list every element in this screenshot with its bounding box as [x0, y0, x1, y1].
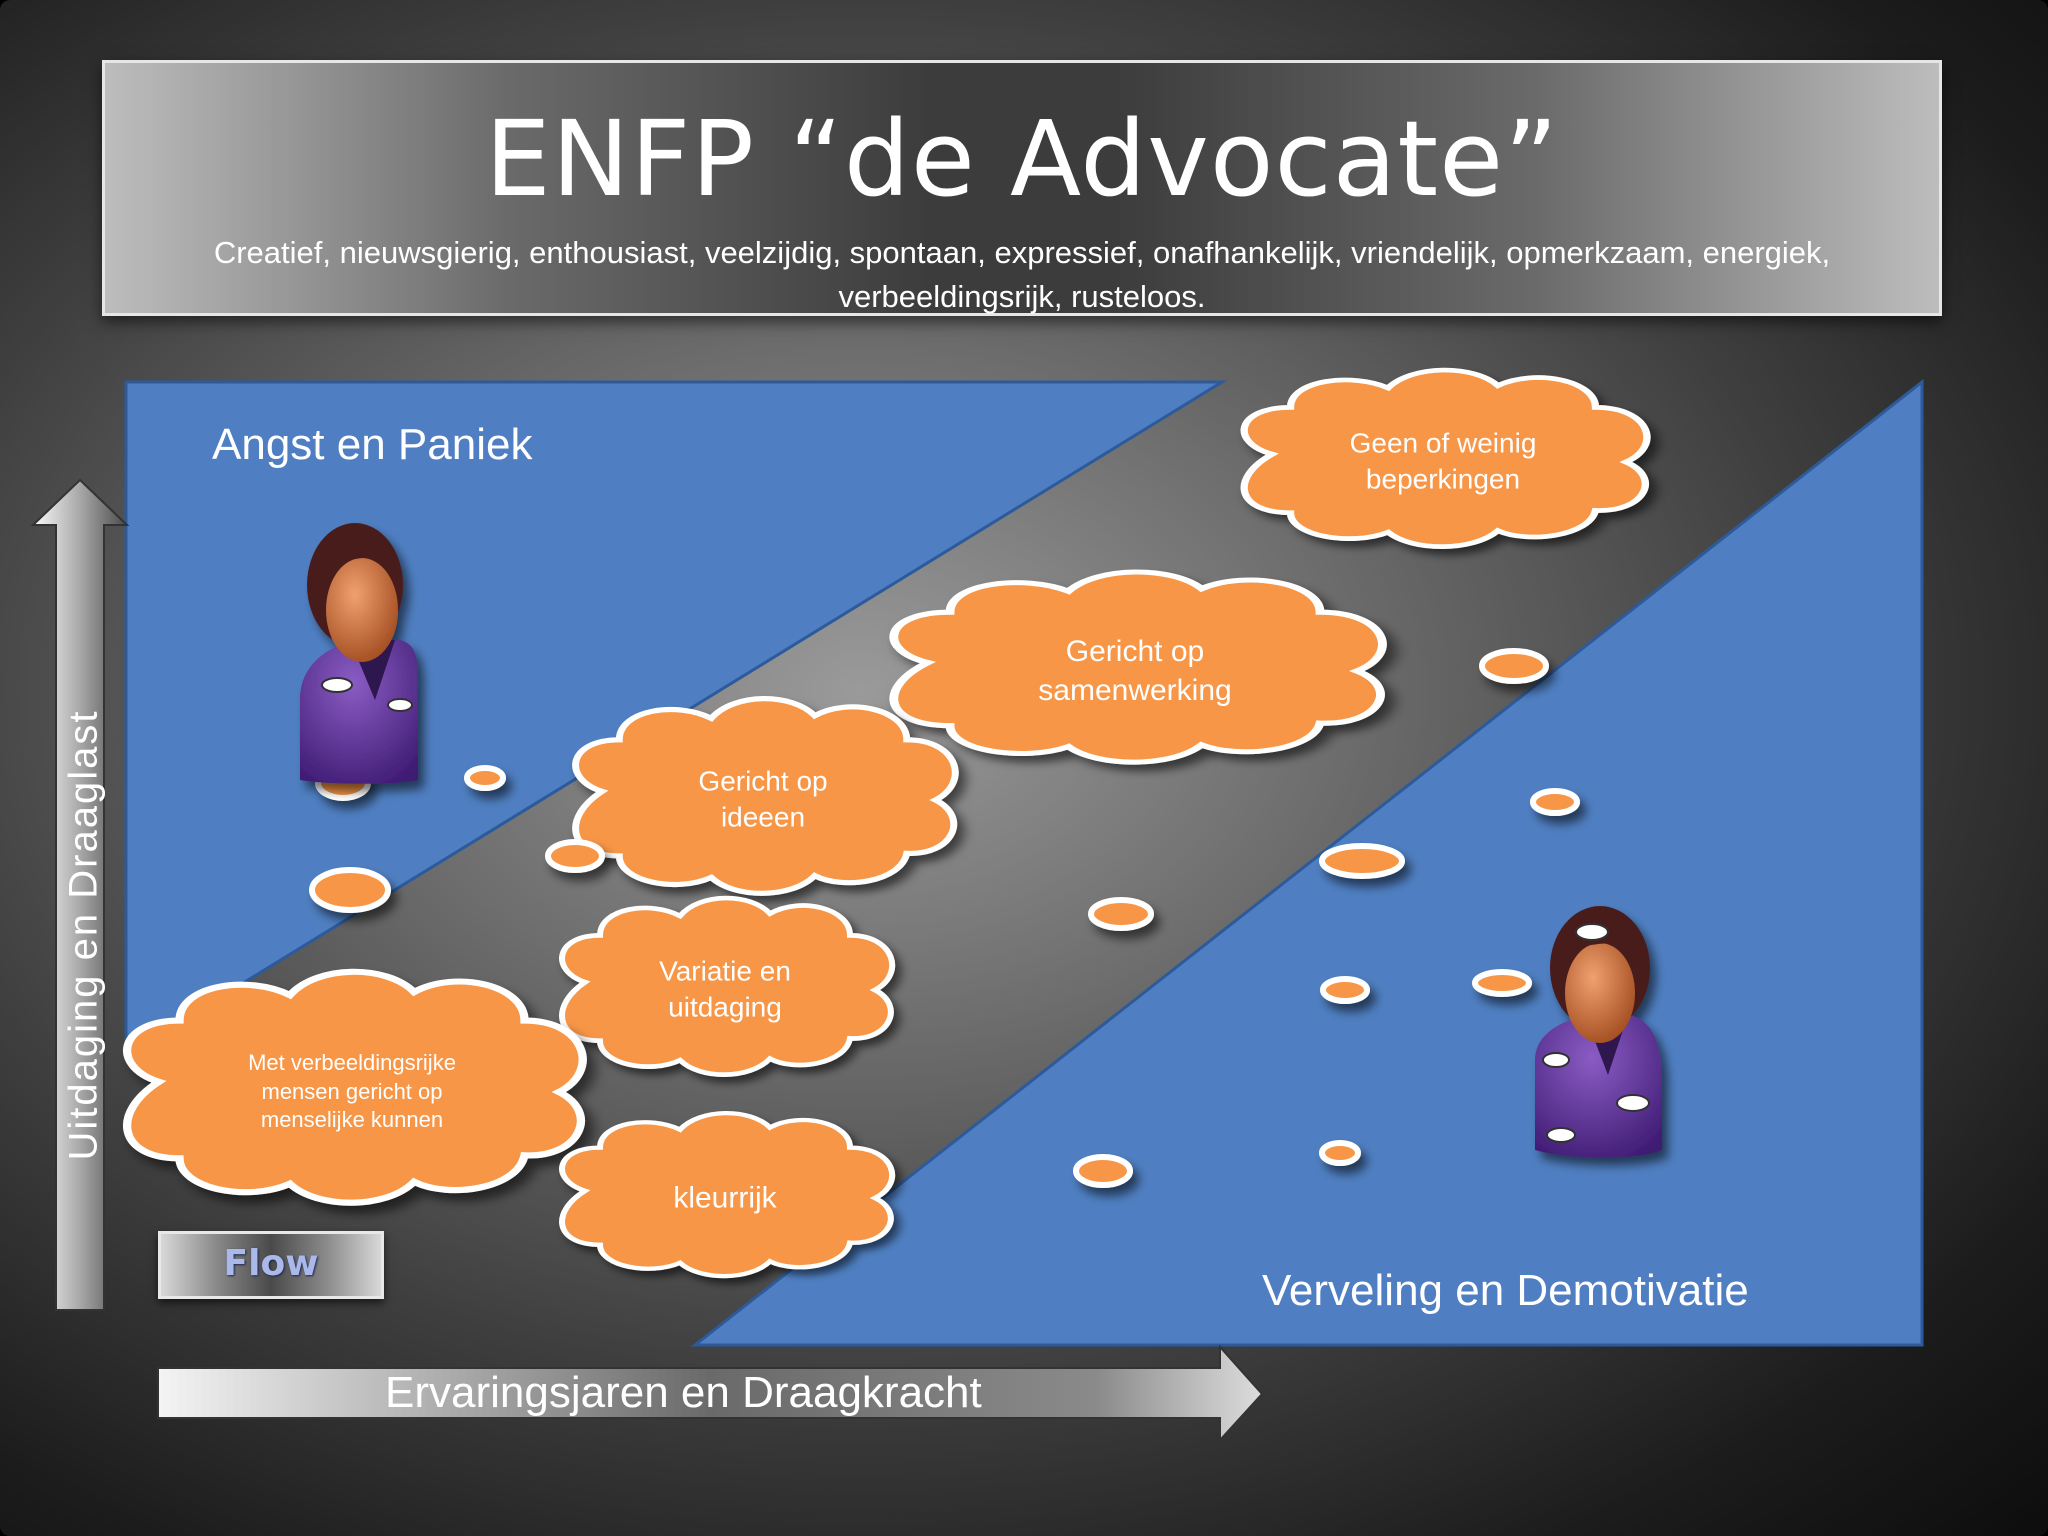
bubble — [545, 839, 605, 873]
y-axis-label: Uitdaging en Draaglast — [61, 709, 106, 1161]
y-axis-arrow — [30, 478, 130, 1311]
boredom-region-label: Verveling en Demotivatie — [1262, 1266, 1749, 1315]
bubble — [1088, 897, 1154, 931]
bubble — [464, 765, 506, 791]
person-icon-anxious — [300, 523, 419, 784]
page-subtitle: Creatief, nieuwsgierig, enthousiast, vee… — [213, 235, 1831, 314]
bubble — [1073, 1154, 1133, 1188]
cloud-text-kleurrijk: kleurrijk — [673, 1181, 777, 1215]
bubble — [1530, 788, 1580, 816]
x-axis-arrow — [157, 1344, 1264, 1443]
bubble — [1472, 969, 1532, 997]
bubble — [1319, 1140, 1361, 1166]
bubble — [309, 867, 391, 913]
title-banner: ENFP “de Advocate” Creatief, nieuwsgieri… — [102, 60, 1942, 316]
x-axis-label: Ervaringsjaren en Draagkracht — [385, 1368, 982, 1417]
bubble — [1479, 648, 1549, 684]
person-icon-bored — [1535, 906, 1662, 1158]
thought-bubbles — [309, 648, 1580, 1188]
page-title: ENFP “de Advocate” — [484, 98, 1560, 220]
bubble — [1319, 843, 1405, 879]
anxiety-region-label: Angst en Paniek — [212, 420, 533, 469]
bubble — [1320, 976, 1370, 1004]
flow-label: Flow — [158, 1231, 384, 1299]
